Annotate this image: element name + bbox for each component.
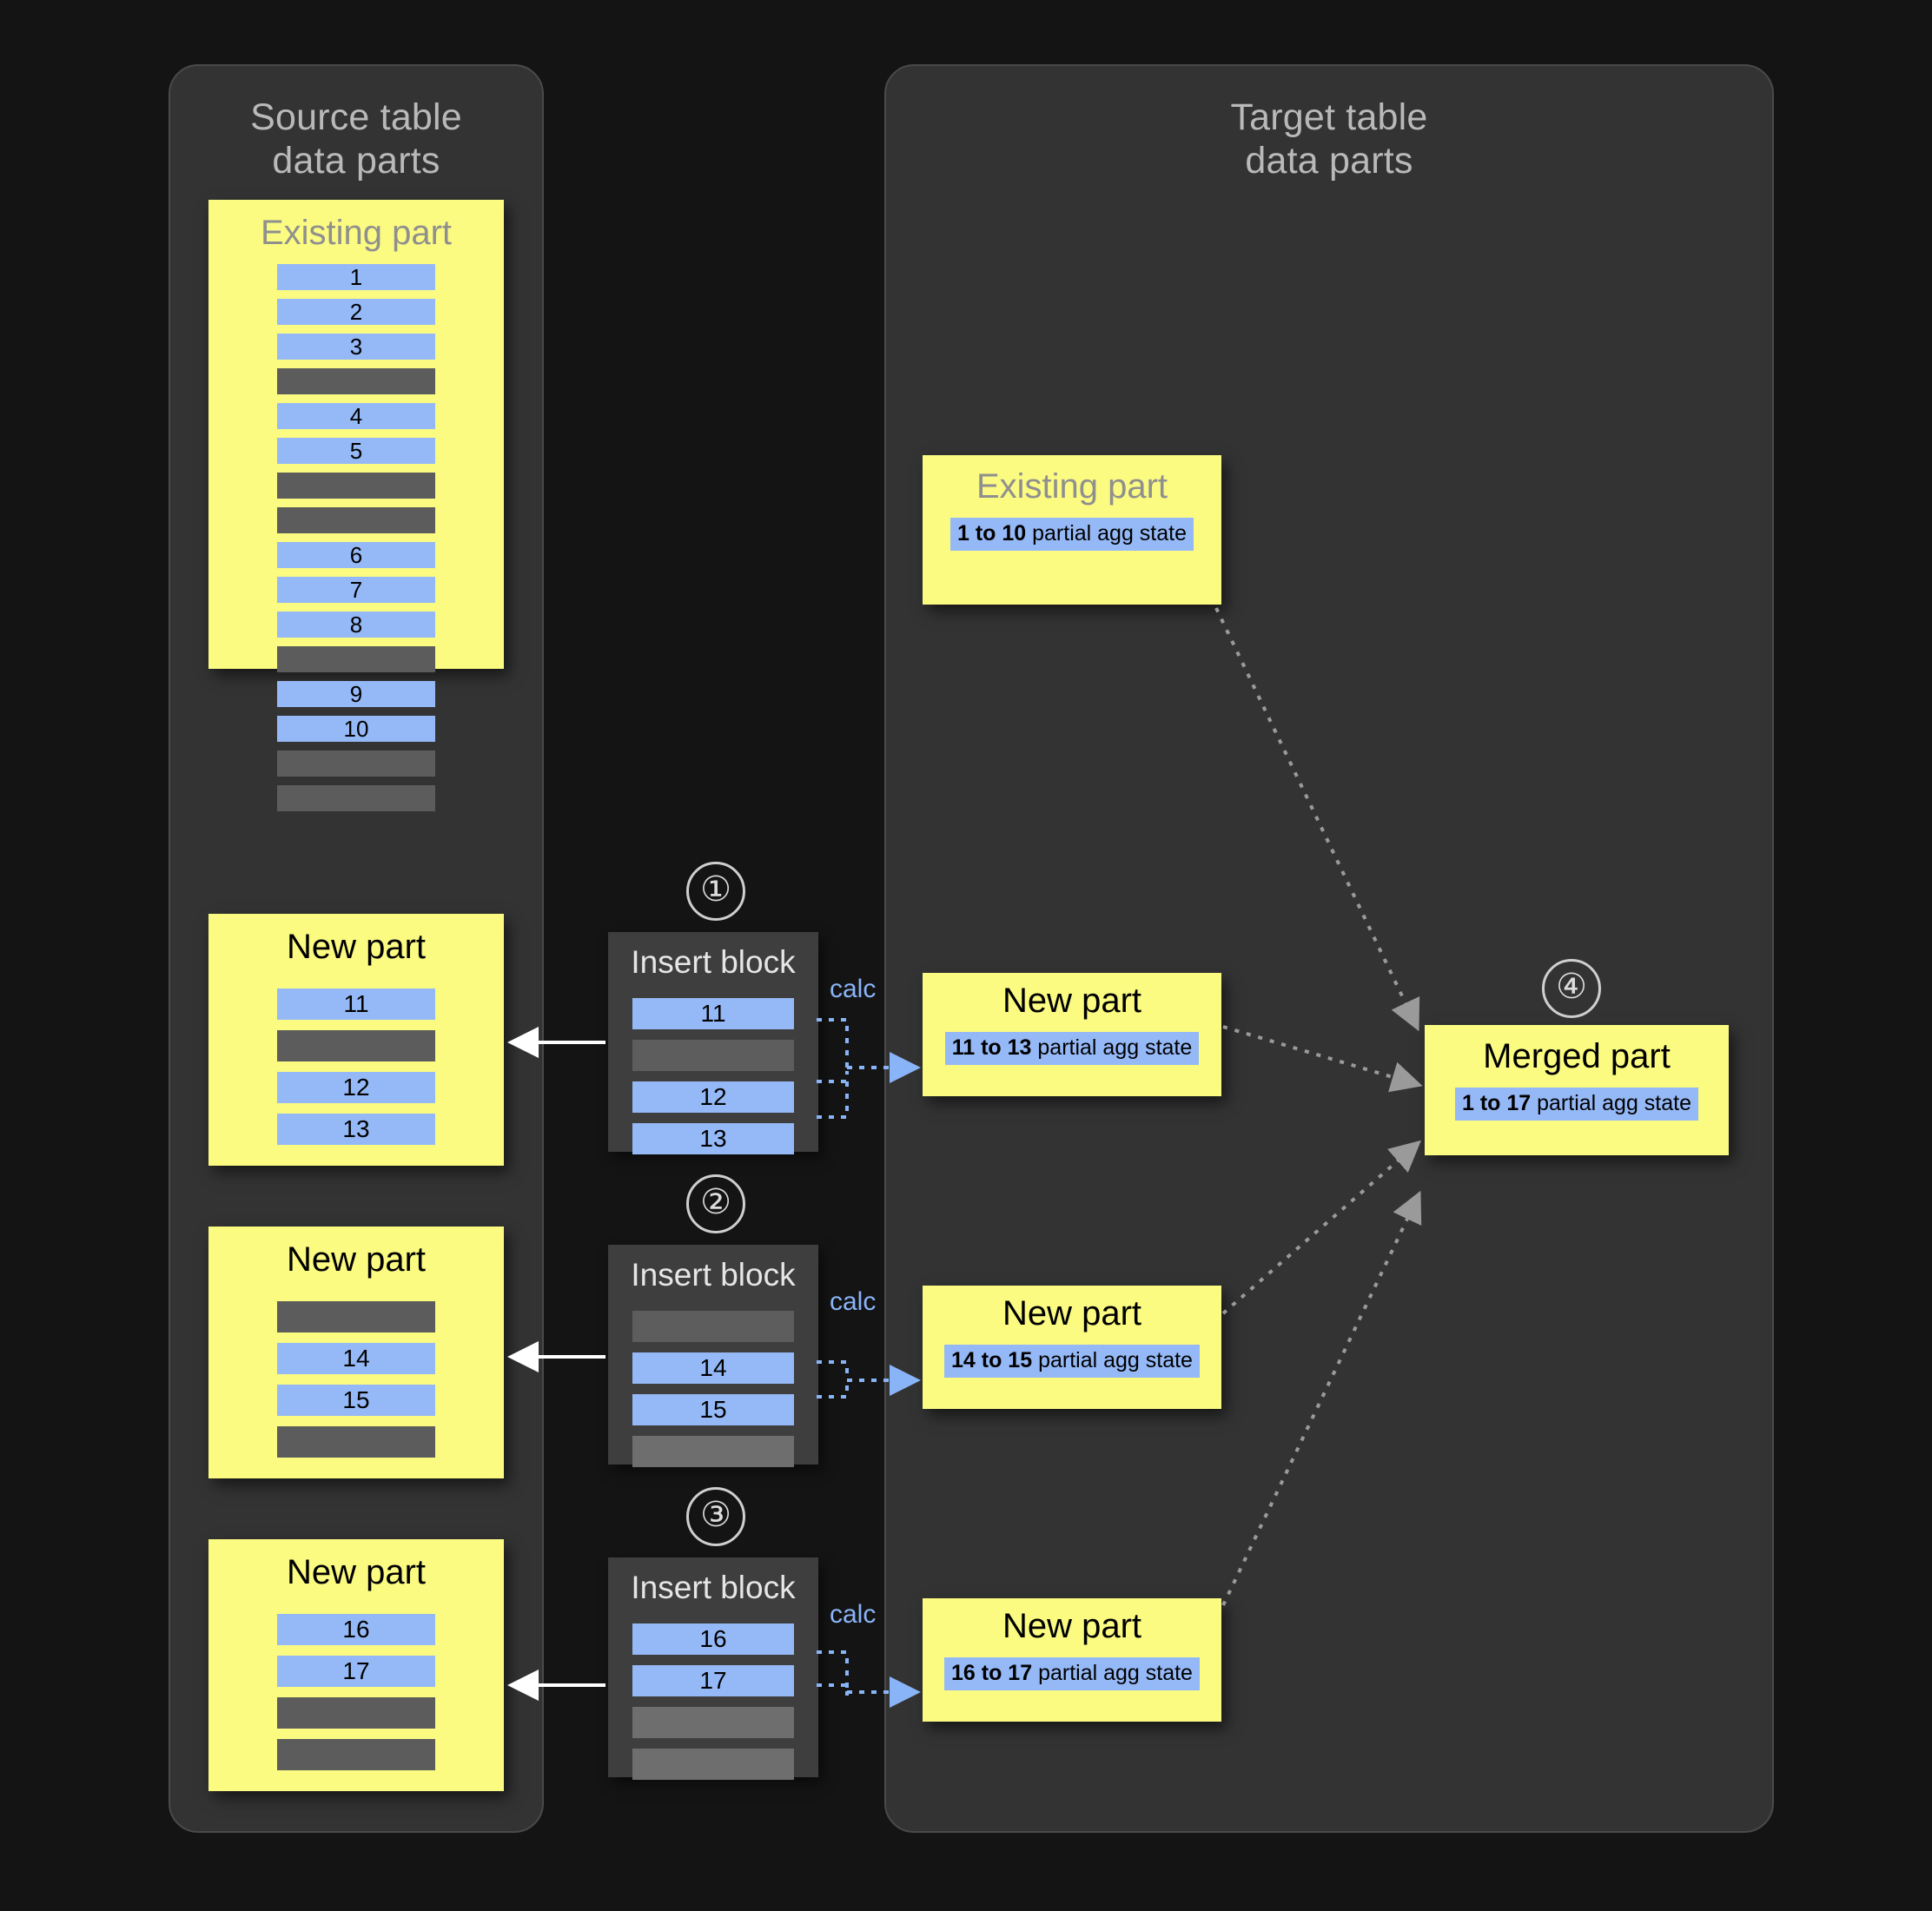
agg-suffix: partial agg state <box>1026 521 1188 546</box>
data-row: 15 <box>632 1394 794 1425</box>
data-row-empty <box>632 1707 794 1738</box>
target-new-part-2-title: New part <box>1002 1294 1142 1332</box>
data-row-empty <box>277 1739 435 1770</box>
data-row-empty <box>632 1436 794 1467</box>
insert-block-1-title: Insert block <box>631 944 796 980</box>
data-row: 12 <box>277 1072 435 1103</box>
data-row: 14 <box>277 1343 435 1374</box>
data-row: 16 <box>632 1623 794 1655</box>
data-row: 11 <box>277 989 435 1020</box>
data-row-empty <box>277 646 435 672</box>
agg-range: 1 to 17 <box>1461 1091 1532 1115</box>
source-existing-part-rows: 1 2 3 4 5 6 7 8 9 10 <box>277 252 435 811</box>
data-row: 13 <box>632 1123 794 1154</box>
source-table-title: Source table data parts <box>250 96 462 182</box>
data-row: 5 <box>277 438 435 464</box>
data-row: 7 <box>277 577 435 603</box>
source-new-part-1-title: New part <box>286 928 427 966</box>
target-table-title: Target table data parts <box>1230 96 1428 182</box>
merged-part: Merged part 1 to 17 partial agg state <box>1425 1025 1729 1155</box>
agg-suffix: partial agg state <box>1032 1661 1193 1685</box>
target-existing-part-agg-state: 1 to 10 partial agg state <box>949 518 1194 551</box>
data-row-empty <box>277 473 435 499</box>
target-new-part-3-title: New part <box>1002 1607 1142 1645</box>
agg-range: 11 to 13 <box>951 1035 1032 1060</box>
source-existing-part-title: Existing part <box>260 214 453 252</box>
calc-label-1: calc <box>830 975 877 1003</box>
source-new-part-1-rows: 11 12 13 <box>277 966 435 1145</box>
data-row-empty <box>277 1030 435 1061</box>
target-table-panel: Target table data parts <box>884 64 1774 1833</box>
data-row: 17 <box>632 1665 794 1696</box>
data-row: 13 <box>277 1114 435 1145</box>
target-new-part-3-agg-state: 16 to 17 partial agg state <box>944 1657 1200 1690</box>
step-number-2: ② <box>686 1174 745 1233</box>
agg-suffix: partial agg state <box>1031 1035 1193 1060</box>
data-row: 8 <box>277 612 435 638</box>
data-row-empty <box>277 1697 435 1729</box>
data-row-empty <box>277 368 435 394</box>
data-row-empty <box>277 785 435 811</box>
target-existing-part: Existing part 1 to 10 partial agg state <box>923 455 1221 605</box>
data-row: 11 <box>632 998 794 1029</box>
insert-block-1: Insert block 11 12 13 <box>608 932 818 1154</box>
data-row: 10 <box>277 716 435 742</box>
data-row: 6 <box>277 542 435 568</box>
target-new-part-2-agg-state: 14 to 15 partial agg state <box>944 1345 1200 1378</box>
step-number-1: ① <box>686 862 745 921</box>
insert-block-2-title: Insert block <box>631 1257 796 1293</box>
data-row: 9 <box>277 681 435 707</box>
data-row-empty <box>277 1426 435 1458</box>
source-new-part-3-title: New part <box>286 1553 427 1591</box>
data-row: 1 <box>277 264 435 290</box>
data-row: 12 <box>632 1081 794 1113</box>
calc-label-3: calc <box>830 1600 877 1629</box>
data-row: 14 <box>632 1352 794 1384</box>
step-number-4: ④ <box>1542 959 1601 1018</box>
data-row: 17 <box>277 1656 435 1687</box>
data-row: 15 <box>277 1385 435 1416</box>
agg-suffix: partial agg state <box>1032 1348 1193 1372</box>
target-existing-part-title: Existing part <box>976 467 1168 506</box>
source-new-part-2-title: New part <box>286 1240 427 1279</box>
agg-range: 1 to 10 <box>956 521 1027 546</box>
target-new-part-1-agg-state: 11 to 13 partial agg state <box>944 1032 1200 1065</box>
target-new-part-1: New part 11 to 13 partial agg state <box>923 973 1221 1096</box>
data-row-empty <box>632 1311 794 1342</box>
data-row-empty <box>632 1040 794 1071</box>
data-row-empty <box>277 1301 435 1332</box>
data-row: 4 <box>277 403 435 429</box>
data-row: 2 <box>277 299 435 325</box>
insert-block-3-title: Insert block <box>631 1570 796 1605</box>
merged-part-agg-state: 1 to 17 partial agg state <box>1454 1088 1699 1121</box>
merged-part-title: Merged part <box>1483 1037 1671 1075</box>
source-existing-part: Existing part 1 2 3 4 5 6 7 8 9 10 <box>208 200 504 811</box>
data-row-empty <box>632 1749 794 1780</box>
agg-suffix: partial agg state <box>1531 1091 1692 1115</box>
step-number-3: ③ <box>686 1487 745 1546</box>
insert-block-1-rows: 11 12 13 <box>632 981 794 1154</box>
agg-range: 16 to 17 <box>951 1661 1033 1685</box>
data-row: 3 <box>277 334 435 360</box>
source-new-part-1: New part 11 12 13 <box>208 914 504 1166</box>
data-row: 16 <box>277 1614 435 1645</box>
target-new-part-2: New part 14 to 15 partial agg state <box>923 1286 1221 1409</box>
data-row-empty <box>277 507 435 533</box>
agg-range: 14 to 15 <box>951 1348 1033 1372</box>
target-new-part-3: New part 16 to 17 partial agg state <box>923 1598 1221 1722</box>
data-row-empty <box>277 751 435 777</box>
calc-label-2: calc <box>830 1287 877 1316</box>
target-new-part-1-title: New part <box>1002 982 1142 1020</box>
